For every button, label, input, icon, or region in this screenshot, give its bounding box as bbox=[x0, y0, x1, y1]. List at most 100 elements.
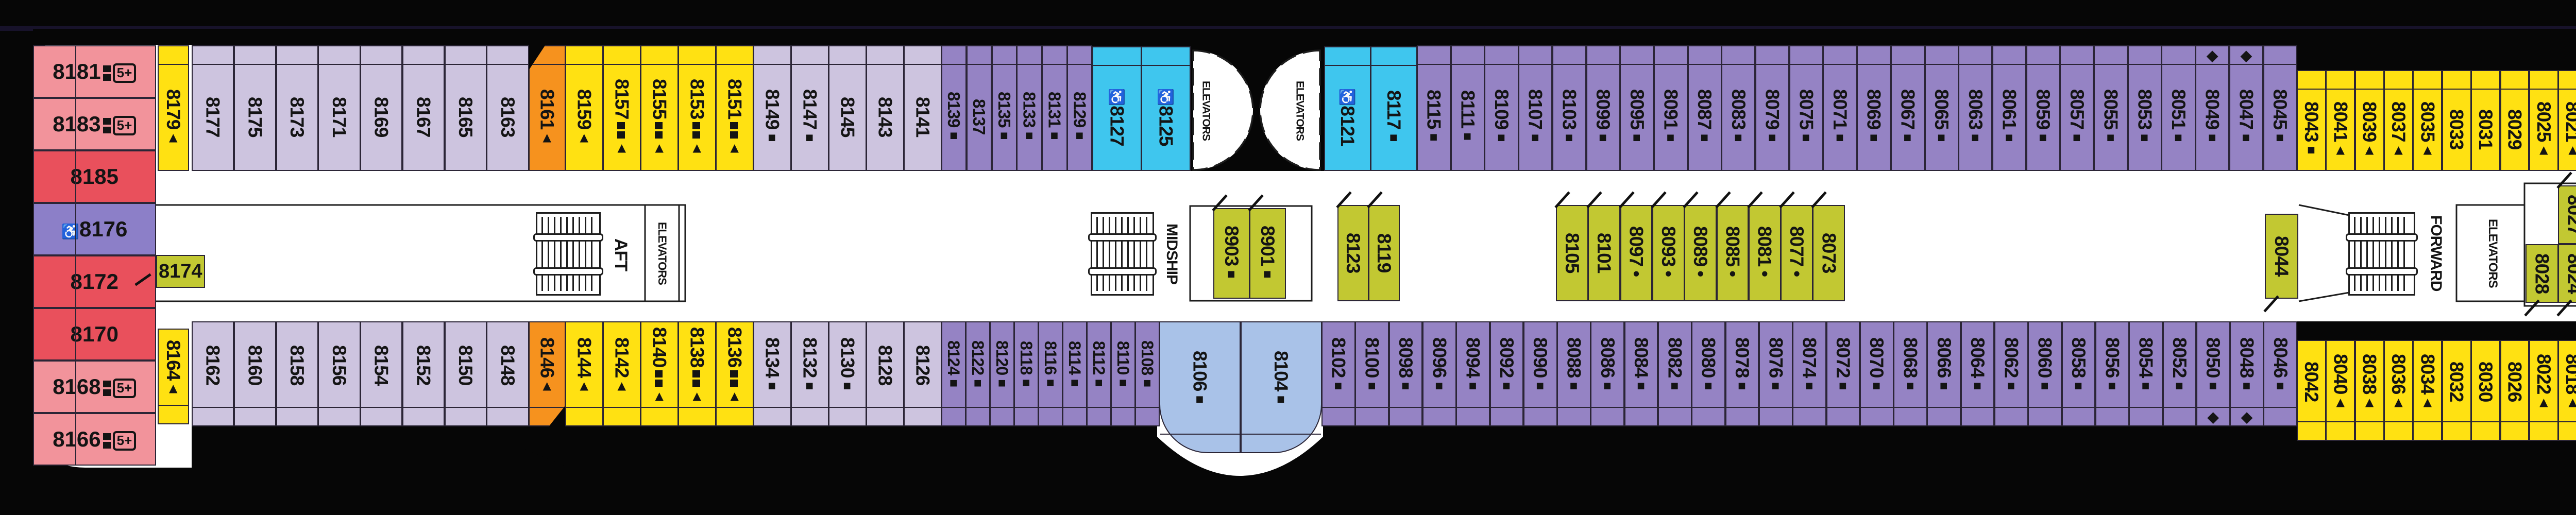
balcony-strip bbox=[2061, 46, 2093, 65]
cabin-8027: 8027 bbox=[2558, 185, 2576, 244]
cabin-8029: 8029 bbox=[2500, 70, 2530, 171]
cabin-number: 8158 bbox=[286, 345, 308, 386]
cabin-number: 8028 bbox=[2531, 253, 2553, 294]
cabin-number: 8131 bbox=[1045, 91, 1064, 128]
triangle-icon: ▲ bbox=[2419, 394, 2436, 410]
cabin-8043: 8043■ bbox=[2297, 70, 2326, 171]
sofa-bed-icon: ■ bbox=[2239, 377, 2255, 393]
cabin-8085: 8085● bbox=[1716, 205, 1749, 301]
balcony-strip bbox=[445, 46, 486, 65]
cabin-number: 8120 bbox=[992, 340, 1011, 375]
cabin-number: 8040 bbox=[2330, 353, 2351, 394]
balcony-strip bbox=[1015, 407, 1038, 425]
cabin-8080: 8080■ bbox=[1691, 321, 1726, 426]
sofa-bed-icon: ■ bbox=[996, 127, 1012, 143]
cabin-number: 8153 bbox=[686, 78, 708, 119]
sofa-bed-icon: ■ bbox=[1730, 129, 1746, 145]
cabin-number: 8057 bbox=[2066, 89, 2088, 130]
dot-icon: ● bbox=[1693, 266, 1708, 280]
sofa-bed-icon: ■ bbox=[2003, 377, 2019, 393]
balcony-strip bbox=[159, 405, 188, 423]
cabin-8901: 8901■ bbox=[1249, 208, 1286, 299]
cabin-8050: ◆8050■ bbox=[2196, 321, 2230, 426]
cabin-number: 8097 bbox=[1625, 226, 1647, 267]
aft-label: AFT bbox=[611, 238, 631, 271]
cabin-number: 8083 bbox=[1727, 89, 1749, 130]
sofa-bed-icon: ■ bbox=[2035, 129, 2051, 145]
cabin-number: 8164 bbox=[162, 339, 184, 381]
dot-icon: ● bbox=[1725, 266, 1740, 280]
cabin-number: 8166 bbox=[53, 427, 101, 451]
cabin-number: 8093 bbox=[1657, 226, 1679, 267]
cabin-8058: 8058■ bbox=[2061, 321, 2096, 426]
cabin-number: 8090 bbox=[1530, 337, 1551, 378]
cabin-8099: 8099■ bbox=[1586, 45, 1620, 171]
five-plus-icon: 5+ bbox=[112, 116, 137, 135]
balcony-strip bbox=[1088, 407, 1110, 425]
cabin-number: 8088 bbox=[1563, 337, 1585, 378]
cabin-number: 8069 bbox=[1863, 89, 1885, 130]
cabin-number: 8181 bbox=[53, 59, 101, 83]
cabin-8125: ♿8125 bbox=[1141, 46, 1191, 171]
cabin-number: 8112 bbox=[1089, 340, 1108, 375]
cabin-8136: 8136▲ bbox=[716, 321, 754, 426]
cabin-8039: 8039▲ bbox=[2354, 70, 2384, 171]
triangle-icon: ▲ bbox=[2391, 394, 2406, 410]
balcony-strip bbox=[1112, 407, 1134, 425]
cabin-8049: ◆8049■ bbox=[2195, 45, 2230, 171]
cabin-8097: 8097● bbox=[1620, 205, 1653, 301]
balcony-strip: ◆ bbox=[2196, 46, 2229, 65]
bunk-bed-icon bbox=[692, 370, 700, 387]
balcony-strip bbox=[234, 407, 275, 425]
stairs-icon-forward bbox=[2346, 212, 2418, 296]
cabin-number: 8157 bbox=[611, 78, 633, 119]
cabin-number: 8045 bbox=[2269, 89, 2291, 130]
balcony-strip bbox=[1553, 46, 1585, 65]
cabin-8053: 8053■ bbox=[2127, 45, 2162, 171]
balcony-strip bbox=[717, 46, 753, 65]
balcony-strip bbox=[2029, 407, 2061, 425]
cabin-8051: 8051■ bbox=[2161, 45, 2196, 171]
balcony-strip bbox=[1451, 46, 1484, 65]
cabin-number: 8034 bbox=[2417, 353, 2438, 394]
balcony-strip bbox=[1824, 46, 1856, 65]
triangle-icon: ▲ bbox=[2535, 142, 2552, 158]
elevators-label-forward: ELEVATORS bbox=[2486, 218, 2500, 288]
balcony-strip bbox=[1891, 46, 1924, 65]
sofa-bed-icon: ■ bbox=[1866, 129, 1882, 145]
balcony-strip bbox=[403, 46, 444, 65]
balcony-strip bbox=[717, 407, 753, 425]
cabin-8071: 8071■ bbox=[1823, 45, 1857, 171]
sofa-bed-icon: ■ bbox=[1046, 127, 1062, 143]
balcony-strip bbox=[2062, 407, 2095, 425]
sofa-bed-icon: ■ bbox=[1397, 377, 1413, 393]
cabin-number: 8163 bbox=[497, 96, 518, 138]
cabin-number: 8030 bbox=[2475, 361, 2497, 402]
cabin-number: 8176 bbox=[79, 217, 128, 241]
cabin-8121: ♿8121 bbox=[1324, 46, 1371, 171]
cabin-8156: 8156 bbox=[318, 321, 361, 426]
balcony-strip bbox=[1793, 407, 1825, 425]
cabin-number: 8126 bbox=[912, 345, 934, 386]
balcony-strip bbox=[1959, 46, 1992, 65]
cabin-number: 8185 bbox=[70, 164, 118, 188]
cabin-number: 8133 bbox=[1020, 91, 1039, 128]
cabin-number: 8151 bbox=[724, 78, 745, 119]
balcony-strip bbox=[2472, 71, 2500, 90]
cabin-8096: 8096■ bbox=[1422, 321, 1456, 426]
cabin-8139: 8139■ bbox=[941, 45, 967, 171]
cabin-number: 8123 bbox=[1342, 233, 1364, 273]
sofa-bed-icon: ■ bbox=[1115, 374, 1131, 390]
cabin-number: 8037 bbox=[2388, 101, 2409, 142]
bunk-bed-icon bbox=[103, 433, 111, 449]
triangle-icon: ▲ bbox=[689, 388, 705, 404]
sofa-bed-icon: ■ bbox=[2137, 129, 2153, 145]
sofa-bed-icon: ■ bbox=[1532, 377, 1548, 393]
balcony-strip bbox=[319, 46, 360, 65]
cabin-8083: 8083■ bbox=[1721, 45, 1756, 171]
cabin-8137: 8137 bbox=[966, 45, 992, 171]
